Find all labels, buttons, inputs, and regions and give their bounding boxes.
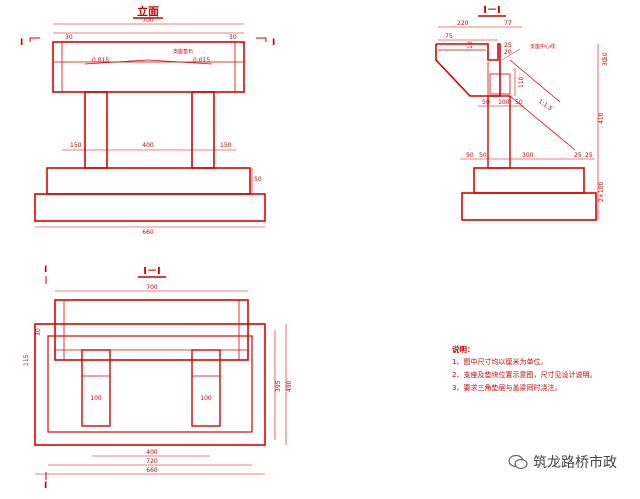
notes-title: 说明： [452,345,475,354]
watermark-text: 筑龙路桥市政 [533,455,617,471]
dim-elev-base: 660 [142,229,154,236]
cap-beam [52,41,245,93]
dim-sec-10: 10 [467,41,474,49]
column-section [487,95,511,169]
dim-sec-50b: 50 [482,99,490,106]
dim-plan-115: 115 [23,354,30,366]
plan-view: I－I I I 700 100 100 30 115 395 490 400 7… [23,265,293,491]
slope-left: 0.015 [92,57,109,64]
watermark: 筑龙路桥市政 [508,452,617,472]
plan-section-mark-bottom: I [44,481,47,491]
dim-sec-b50a: 50 [466,152,474,159]
dim-sec-b50b: 50 [479,152,487,159]
dim-plan-col2: 100 [200,395,212,402]
dim-sec-top2: 77 [504,20,512,27]
plan-cap [54,299,249,361]
slope-line [509,59,561,103]
footing-base [34,193,266,222]
dim-plan-660: 660 [146,467,158,474]
plan-column-left [81,349,111,427]
sec-note-label: 支座中心线 [530,43,555,50]
note-item-1: 1、图中尺寸均以厘米为单位。 [452,358,548,366]
dim-footing-h: 50 [254,176,262,183]
note-item-2: 2、支座及垫块位置示意图，尺寸见设计说明。 [452,371,597,379]
dim-sec-slope: 1:1.5 [537,98,554,113]
plan-section-mark-top: I [44,265,47,275]
column-left [84,91,108,169]
footing-section-base [461,192,597,221]
dim-plan-720: 720 [146,458,158,465]
dim-sec-25: 25 [504,42,512,49]
dim-sec-h2x100: 2×100 [598,182,605,202]
section-view: I－I 220 77 75 10 25 20 30 50 支座中心线 110 1… [435,5,609,221]
footing-section-top [473,167,585,194]
dim-col-span: 400 [142,142,154,149]
dim-col-left: 150 [70,142,82,149]
dim-col-right: 150 [220,142,232,149]
dim-sec-b25b: 25 [585,152,593,159]
dim-sec-30: 30 [602,58,609,66]
dim-sec-50c: 50 [515,99,523,106]
dim-sec-top: 220 [457,20,469,27]
cap-section-outline [435,43,501,97]
dim-elev-top: 700 [142,17,154,24]
section-title: I－I [483,5,500,16]
elevation-title: 立面 [137,4,159,18]
dim-sec-b25a: 25 [574,152,582,159]
slope-right: 0.015 [193,57,210,64]
dim-sec-75: 75 [445,33,453,40]
plan-footing-outer [34,323,266,446]
dim-plan-top: 700 [146,284,158,291]
dim-plan-490: 490 [286,380,293,392]
footing-top [46,167,251,195]
plan-column-right [191,349,221,427]
plan-title: I－I [143,266,160,277]
dim-sec-b300: 300 [522,152,534,159]
notes-block: 说明： 1、图中尺寸均以厘米为单位。 2、支座及垫块位置示意图，尺寸见设计说明。… [452,343,632,395]
elev-center-note: 支座垫石 [173,48,193,55]
dim-sec-20: 20 [504,49,512,56]
dim-sec-110: 110 [518,76,525,88]
dim-plan-30: 30 [35,328,42,336]
column-right [191,91,215,169]
wechat-icon [508,454,528,470]
dim-elev-right-edge: 30 [229,34,237,41]
elevation-section-mark-right: I [272,38,275,48]
elevation-view: 立面 I I 700 30 30 0.015 0.015 支座垫石 150 40… [20,4,275,236]
dim-plan-395: 395 [275,380,282,392]
dim-sec-410: 410 [598,112,605,124]
dim-sec-50: 50 [602,52,609,60]
plan-footing-inner [47,335,253,433]
elevation-section-mark-left: I [20,38,23,48]
dim-plan-400: 400 [146,449,158,456]
dim-sec-100: 100 [498,99,510,106]
note-item-3: 3、要求三角垫层与盖梁同时浇注。 [452,384,562,392]
dim-elev-left-edge: 30 [65,34,73,41]
dim-plan-col1: 100 [90,395,102,402]
